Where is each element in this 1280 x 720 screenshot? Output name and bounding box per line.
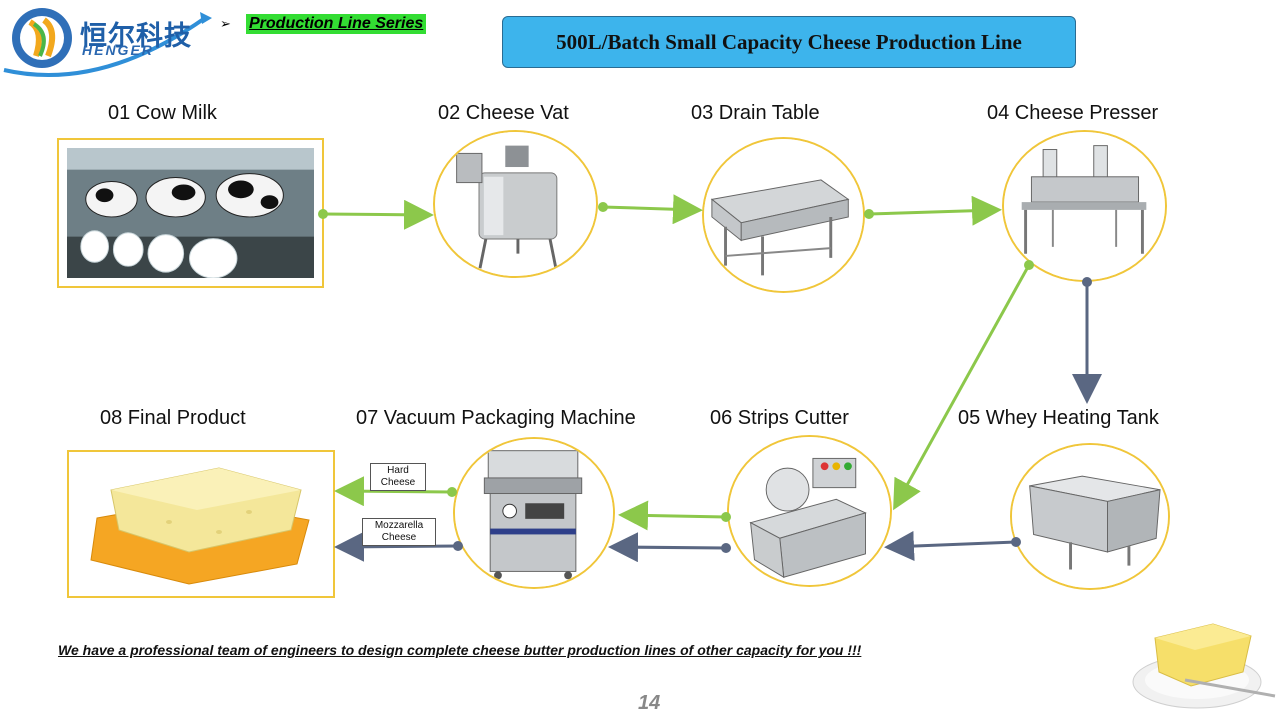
- whey-heating-tank-image: [1010, 443, 1170, 590]
- cow-milk-image: [57, 138, 324, 288]
- page-title: 500L/Batch Small Capacity Cheese Product…: [556, 29, 1022, 54]
- drain-table-image: [702, 137, 865, 293]
- step-label-vacuum-packaging: 07 Vacuum Packaging Machine: [356, 407, 636, 429]
- tag-hard-cheese: Hard Cheese: [370, 463, 426, 491]
- footer-note: We have a professional team of engineers…: [58, 642, 862, 658]
- page-number: 14: [638, 692, 661, 714]
- arrow-whey-to-cutter: [884, 531, 1021, 562]
- company-logo: 恒尔科技 HENGER: [0, 0, 215, 95]
- whey-tank-icon: [1012, 445, 1168, 588]
- final-product-image: [67, 450, 335, 598]
- cheese-presser-icon: [1004, 132, 1165, 280]
- step-label-cheese-vat: 02 Cheese Vat: [438, 102, 569, 124]
- step-label-cow-milk: 01 Cow Milk: [108, 102, 217, 124]
- arrow-cutter-to-packaging-gray: [608, 532, 731, 563]
- arrow-cutter-to-packaging-green: [618, 500, 731, 531]
- logo-english-text: HENGER: [82, 42, 154, 58]
- step-label-strips-cutter: 06 Strips Cutter: [710, 407, 849, 429]
- arrow-presser-to-cutter: [893, 260, 1034, 511]
- tag-mozzarella-cheese: Mozzarella Cheese: [362, 518, 436, 546]
- drain-table-icon: [704, 139, 863, 291]
- cheese-vat-image: [433, 130, 598, 278]
- butter-icon: [1132, 623, 1276, 709]
- series-label: Production Line Series: [246, 14, 427, 34]
- cheese-presser-image: [1002, 130, 1167, 282]
- logo-swoosh-icon: [3, 8, 212, 77]
- vacuum-packager-icon: [455, 439, 613, 587]
- title-banner: 500L/Batch Small Capacity Cheese Product…: [502, 16, 1076, 68]
- arrow-cowmilk-to-vat: [318, 199, 434, 230]
- strips-cutter-image: [727, 435, 892, 587]
- butter-plate-image: [1125, 610, 1280, 720]
- arrow-presser-to-whey: [1072, 277, 1102, 404]
- step-label-whey-heating-tank: 05 Whey Heating Tank: [958, 407, 1159, 429]
- logo-chinese-text: 恒尔科技: [80, 21, 192, 52]
- cheese-blocks-icon: [69, 452, 333, 596]
- arrow-drain-to-presser: [864, 195, 1002, 226]
- cows-illustration-icon: [67, 148, 314, 278]
- step-label-drain-table: 03 Drain Table: [691, 102, 820, 124]
- strips-cutter-icon: [729, 437, 890, 585]
- cheese-vat-icon: [435, 132, 596, 276]
- step-label-cheese-presser: 04 Cheese Presser: [987, 102, 1159, 124]
- arrow-vat-to-drain: [598, 194, 703, 225]
- bullet-arrow-icon: ➢: [220, 16, 231, 31]
- vacuum-packaging-image: [453, 437, 615, 589]
- step-label-final-product: 08 Final Product: [100, 407, 246, 429]
